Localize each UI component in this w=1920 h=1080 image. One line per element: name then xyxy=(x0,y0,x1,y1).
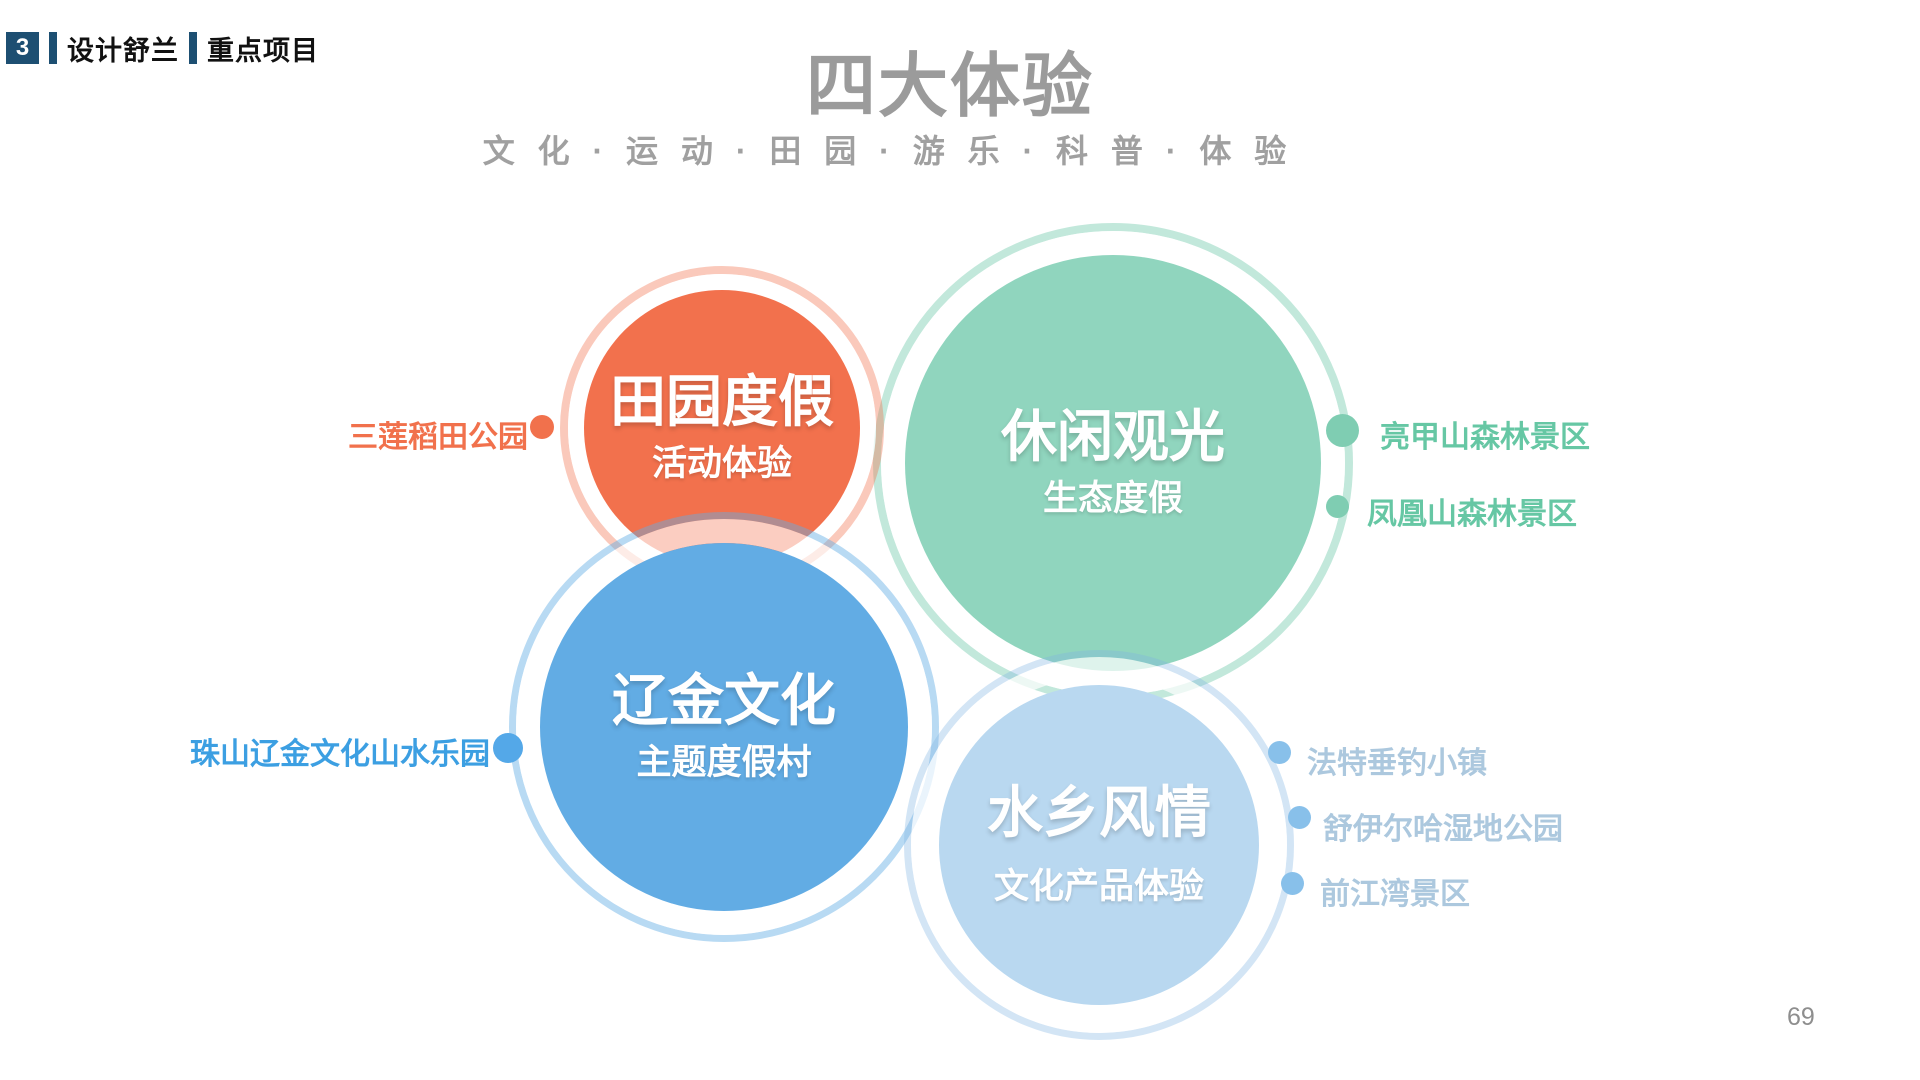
circle-subtitle: 主题度假村 xyxy=(636,742,812,782)
satellite-label: 三莲稻田公园 xyxy=(348,421,528,454)
circle-watertown-style: 水乡风情 文化产品体验 xyxy=(939,685,1259,1005)
header-topic-title: 重点项目 xyxy=(207,35,319,66)
satellite-label: 舒伊尔哈湿地公园 xyxy=(1323,813,1563,846)
connector-dot xyxy=(530,415,554,439)
circle-title: 水乡风情 xyxy=(987,781,1211,845)
circle-title: 辽金文化 xyxy=(612,669,836,733)
ring-liaojin-culture xyxy=(509,512,939,942)
section-number-badge: 3 xyxy=(6,32,39,64)
satellite-label: 凤凰山森林景区 xyxy=(1367,498,1577,531)
circle-liaojin-culture: 辽金文化 主题度假村 xyxy=(540,543,908,911)
satellite-label: 法特垂钓小镇 xyxy=(1307,747,1487,780)
page-subtitle: 文 化 · 运 动 · 田 园 · 游 乐 · 科 普 · 体 验 xyxy=(482,133,1294,169)
header-divider-bar xyxy=(189,32,197,64)
connector-dot xyxy=(1281,872,1304,895)
connector-dot xyxy=(1268,741,1291,764)
satellite-label: 亮甲山森林景区 xyxy=(1380,421,1590,454)
page-number: 69 xyxy=(1787,1003,1815,1031)
connector-dot xyxy=(1326,414,1359,447)
circle-subtitle: 文化产品体验 xyxy=(993,866,1204,906)
connector-dot xyxy=(493,733,523,763)
circle-subtitle: 活动体验 xyxy=(651,443,792,483)
header-section-title: 设计舒兰 xyxy=(67,35,179,66)
circle-leisure-sightseeing: 休闲观光 生态度假 xyxy=(905,255,1321,671)
satellite-label: 珠山辽金文化山水乐园 xyxy=(190,738,490,771)
ring-watertown-style xyxy=(904,650,1294,1040)
circle-title: 田园度假 xyxy=(610,370,834,434)
connector-dot xyxy=(1288,806,1311,829)
satellite-label: 前江湾景区 xyxy=(1320,878,1470,911)
slide-header: 3 设计舒兰 重点项目 xyxy=(6,31,319,66)
connector-dot xyxy=(1326,495,1349,518)
header-divider-bar xyxy=(49,32,57,64)
circle-title: 休闲观光 xyxy=(1001,405,1225,469)
circle-subtitle: 生态度假 xyxy=(1042,478,1183,518)
page-title: 四大体验 xyxy=(806,47,1094,125)
